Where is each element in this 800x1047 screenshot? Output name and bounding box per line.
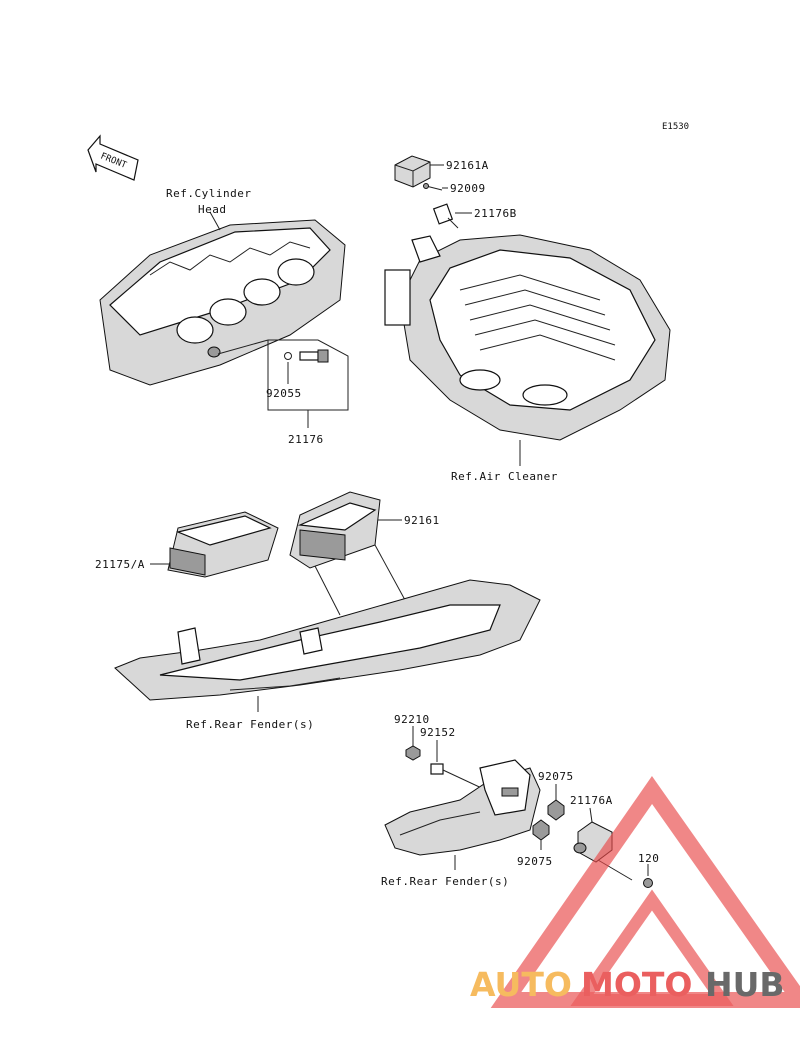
label-ref-air-cleaner: Ref.Air Cleaner [451, 470, 558, 483]
label-92009: 92009 [450, 182, 486, 195]
bolt-icon-120 [643, 878, 653, 888]
ecu-drawing [167, 511, 279, 578]
watermark-text-moto: MOTO [581, 965, 692, 1004]
watermark-text-auto: AUTO [470, 965, 572, 1004]
nut-icon-92075-bottom [532, 819, 550, 841]
temperature-sensor-icon [299, 349, 329, 363]
intake-sensor-icon [432, 203, 459, 229]
label-21176: 21176 [288, 433, 324, 446]
nut-icon-92075-top [547, 799, 565, 821]
watermark-text-hub: HUB [705, 965, 785, 1004]
label-92055: 92055 [266, 387, 302, 400]
label-ref-cylinder-head-1: Ref.Cylinder [166, 187, 251, 200]
label-ref-cylinder-head-2: Head [198, 203, 227, 216]
label-92152: 92152 [420, 726, 456, 739]
rear-fender-drawing-2 [384, 759, 541, 856]
label-92210: 92210 [394, 713, 430, 726]
nut-icon-92210 [405, 745, 421, 761]
cylinder-head-drawing [99, 219, 346, 386]
washer-icon [284, 352, 292, 360]
label-21176B: 21176B [474, 207, 517, 220]
watermark-triangle-icon [490, 776, 800, 1008]
front-arrow-icon: FRONT [87, 134, 139, 181]
rear-fender-drawing-1 [114, 579, 541, 701]
label-ref-rear-fender-2: Ref.Rear Fender(s) [381, 875, 509, 888]
label-120: 120 [638, 852, 659, 865]
label-92161A: 92161A [446, 159, 489, 172]
diagram-code: E1530 [662, 122, 689, 132]
label-21176A: 21176A [570, 794, 613, 807]
label-92075-top: 92075 [538, 770, 574, 783]
screw-icon [423, 183, 443, 191]
label-92075-bottom: 92075 [517, 855, 553, 868]
air-cleaner-drawing [384, 234, 671, 441]
label-ref-rear-fender-1: Ref.Rear Fender(s) [186, 718, 314, 731]
watermark-logo: AUTO MOTO HUB [470, 776, 800, 1008]
label-21175A: 21175/A [95, 558, 145, 571]
collar-icon-92152 [430, 763, 444, 775]
rubber-cap-icon [394, 155, 431, 188]
label-92161: 92161 [404, 514, 440, 527]
ecu-holder-drawing [289, 491, 381, 569]
